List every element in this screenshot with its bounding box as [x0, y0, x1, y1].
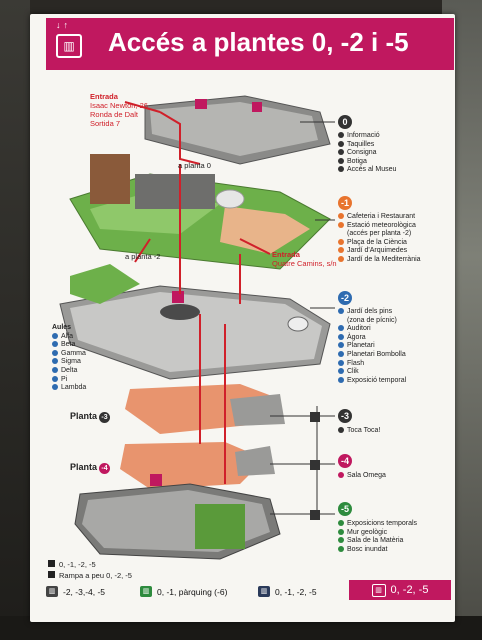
entrance-top-title: Entrada: [90, 92, 118, 101]
classroom-item: Gamma: [52, 349, 86, 359]
level-minus2-list: Jardí dels pins (zona de pícnic) Auditor…: [338, 308, 406, 385]
level-minus5-item: Exposicions temporals: [347, 520, 418, 527]
level-minus2-item: Planetari: [347, 342, 375, 350]
level-minus3-list: Toca Toca!: [338, 427, 380, 436]
level-minus1-item: Estació meteorològica: [347, 221, 416, 229]
entrance-top-address-2: Ronda de Dalt: [90, 110, 138, 119]
level-badge-minus1: -1: [338, 196, 352, 210]
level-0-item: Informació: [347, 132, 380, 139]
level-minus1-item: Plaça de la Ciència: [347, 238, 407, 246]
directory-sign: ↓↑ ▥ Accés a plantes 0, -2 i -5: [30, 14, 455, 622]
level-minus1-item: (accés per planta -2): [347, 230, 412, 238]
elevator-icon: ▥: [56, 34, 82, 58]
footer-lift-1: ▥-2, -3,-4, -5: [46, 586, 105, 597]
up-down-arrows-icon: ↓↑: [56, 20, 71, 30]
level-minus5-item: Mur geològic: [347, 528, 388, 536]
floor-minus4-label: Planta-4: [70, 462, 111, 474]
floor-minus3-label: Planta-3: [70, 411, 111, 423]
level-0-item: Botiga: [347, 157, 367, 165]
elevator-icon: ▥: [140, 586, 152, 597]
building-tower: [90, 154, 130, 204]
level-minus2-item: (zona de pícnic): [347, 316, 397, 324]
classrooms-list: Aules Alfa Beta Gamma Sigma Delta Pi Lam…: [52, 324, 86, 393]
level-badge-0: 0: [338, 115, 352, 129]
footer-note-ramp: Rampa a peu 0, -2, -5: [48, 571, 132, 580]
footer-lift-4: ▥0, -2, -5: [349, 580, 451, 600]
entrance-top-address-3: Sortida 7: [90, 119, 121, 128]
level-minus1-item: Cafeteria i Restaurant: [347, 213, 416, 220]
sign-header: ↓↑ ▥ Accés a plantes 0, -2 i -5: [46, 18, 454, 70]
classroom-item: Delta: [52, 366, 86, 376]
level-minus2-item: Auditori: [347, 325, 371, 333]
level-minus4-list: Sala Omega: [338, 472, 386, 481]
footer-note-stairs: 0, -1, -2, -5: [48, 560, 96, 569]
footer-lift-2: ▥0, -1, pàrquing (-6): [140, 586, 227, 597]
level-badge-minus2: -2: [338, 291, 352, 305]
level-minus2-item: Clik: [347, 368, 359, 376]
classroom-item: Alfa: [52, 332, 86, 342]
level-0-item: Accés al Museu: [347, 166, 397, 174]
level-minus5-list: Exposicions temporals Mur geològic Sala …: [338, 520, 417, 554]
to-floor-minus2-label: a planta -2: [125, 252, 161, 261]
footer-lift-3: ▥0, -1, -2, -5: [258, 586, 317, 597]
level-0-list: Informació Taquilles Consigna Botiga Acc…: [338, 132, 396, 175]
level-minus3-item: Toca Toca!: [347, 427, 381, 434]
level-minus2-item: Àgora: [347, 333, 366, 341]
classroom-item: Pi: [52, 375, 86, 385]
ramp-icon: [48, 571, 55, 578]
level-minus1-list: Cafeteria i Restaurant Estació meteorolò…: [338, 213, 421, 265]
elevator-icon: ▥: [46, 586, 58, 597]
entrance-top-address-1: Isaac Newton, 26: [90, 101, 148, 110]
to-floor-0-label: a planta 0: [178, 161, 211, 170]
stairs-icon: [48, 560, 55, 567]
entrance-bottom-title: Entrada: [272, 250, 300, 259]
background-wall: [0, 0, 30, 640]
level-minus2-item: Planetari Bombolla: [347, 350, 406, 358]
classroom-item: Lambda: [52, 384, 86, 393]
lift-marker-0: [195, 99, 207, 109]
classrooms-title: Aules: [52, 324, 72, 331]
level-0-item: Consigna: [347, 149, 377, 157]
level-minus1-item: Jardí de la Mediterrània: [347, 255, 421, 263]
level-badge-minus3: -3: [338, 409, 352, 423]
lift-marker-0b: [252, 102, 262, 112]
entrance-bottom-address: Quatre Camins, s/n: [272, 259, 337, 268]
level-minus4-item: Sala Omega: [347, 472, 386, 479]
leader-lines: [270, 121, 335, 515]
floor-map: [59, 95, 335, 560]
route-lines: [124, 101, 271, 484]
elevator-icon: ▥: [258, 586, 270, 597]
level-badge-minus4: -4: [338, 454, 352, 468]
level-minus2-item: Jardí dels pins: [347, 308, 393, 315]
classroom-item: Beta: [52, 341, 86, 350]
level-minus1-item: Jardí d'Arquimedes: [347, 247, 408, 255]
elevator-icon: ▥: [371, 583, 386, 597]
level-minus5-item: Bosc inundat: [347, 545, 388, 553]
level-minus2-item: Exposició temporal: [347, 376, 407, 384]
classroom-item: Sigma: [52, 358, 86, 367]
level-badge-minus5: -5: [338, 502, 352, 516]
level-minus2-item: Flash: [347, 359, 365, 367]
level-0-item: Taquilles: [347, 140, 375, 148]
level-minus5-item: Sala de la Matèria: [347, 537, 404, 545]
sign-title: Accés a plantes 0, -2 i -5: [108, 27, 409, 57]
